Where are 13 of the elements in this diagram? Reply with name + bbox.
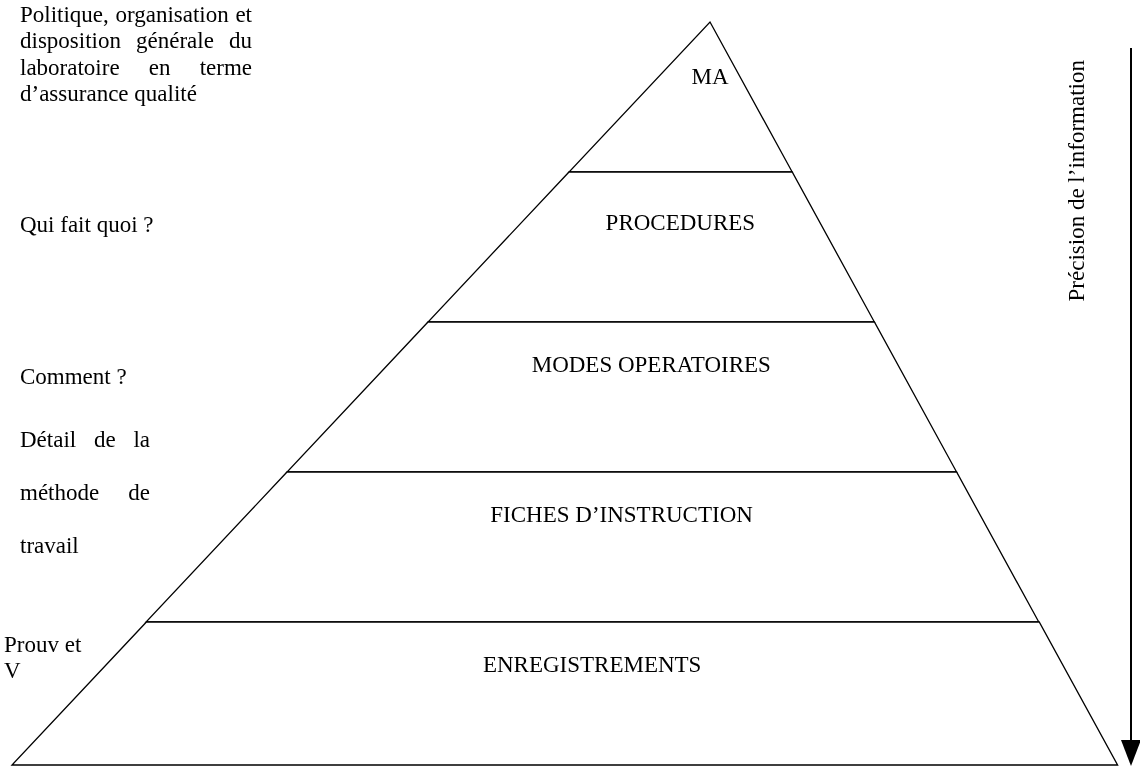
tier-label: FICHES D’INSTRUCTION [490, 502, 753, 529]
axis-label: Précision de l’information [1064, 60, 1090, 302]
pyramid-tier [428, 172, 875, 322]
side-note: Qui fait quoi ? [20, 212, 155, 239]
side-note: Prouv et V [4, 632, 83, 685]
side-note: Détail de la méthode de travail [20, 426, 150, 560]
tier-label: PROCEDURES [605, 210, 756, 237]
tier-label: ENREGISTREMENTS [482, 652, 702, 679]
tier-label: MODES OPERATOIRES [531, 352, 771, 379]
tier-label: MA [691, 64, 729, 91]
side-note: Politique, organisation et disposition générale du laboratoire en terme d’assurance qualité [20, 2, 252, 108]
pyramid-tier [287, 322, 957, 472]
side-note: Comment ? [20, 364, 128, 391]
